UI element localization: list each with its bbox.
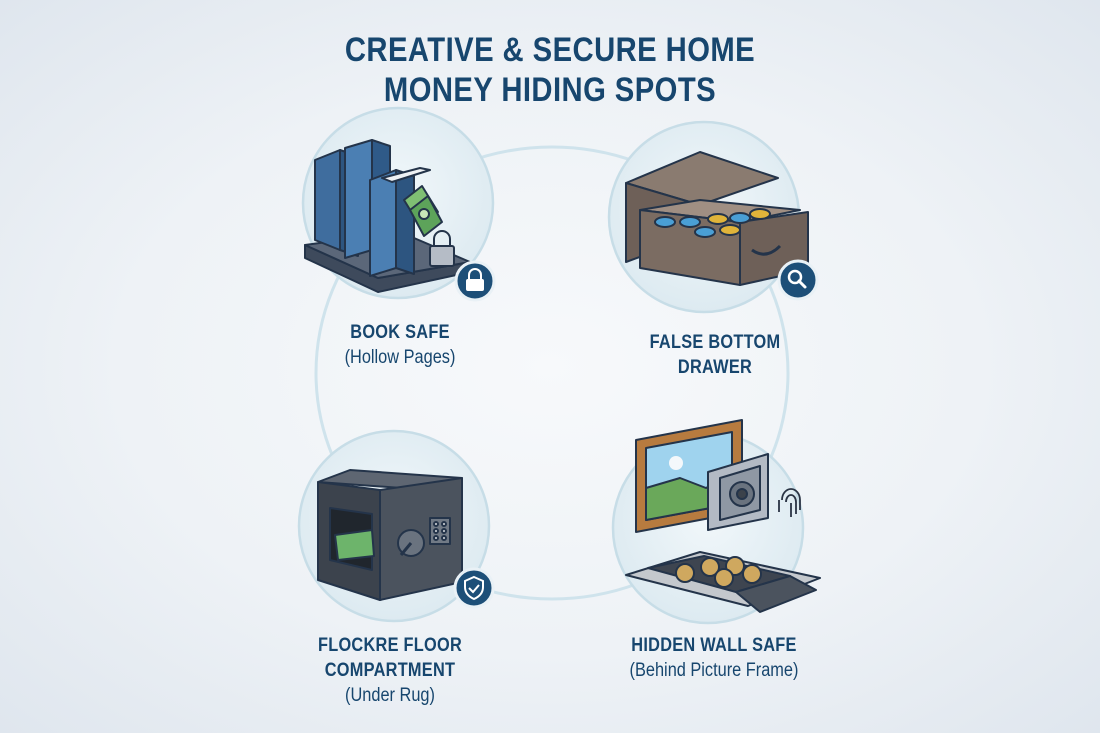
shield-check-badge	[453, 567, 495, 609]
page-title: CREATIVE & SECURE HOME MONEY HIDING SPOT…	[77, 30, 1023, 110]
wall-safe-name: HIDDEN WALL SAFE	[631, 635, 797, 656]
wall-safe-icon	[625, 419, 821, 613]
wall-safe-detail: (Behind Picture Frame)	[629, 660, 799, 681]
wall-safe-label: HIDDEN WALL SAFE (Behind Picture Frame)	[602, 633, 826, 683]
drawer-name-line1: FALSE BOTTOM	[649, 332, 781, 353]
floor-safe-icon	[317, 469, 463, 601]
book-safe-name: BOOK SAFE	[350, 322, 450, 343]
book-safe-icon	[304, 139, 471, 293]
drawer-name-line2: DRAWER	[677, 357, 753, 378]
book-safe-detail: (Hollow Pages)	[344, 347, 456, 368]
fingerprint-icon	[778, 488, 801, 517]
title-line-2: MONEY HIDING SPOTS	[383, 71, 717, 109]
drawer-label: FALSE BOTTOM DRAWER	[629, 330, 801, 380]
floor-safe-label: FLOCKRE FLOOR COMPARTMENT (Under Rug)	[252, 633, 527, 708]
connecting-ring	[314, 145, 790, 601]
floor-safe-detail: (Under Rug)	[345, 685, 435, 706]
floor-safe-name: FLOCKRE FLOOR COMPARTMENT	[317, 635, 463, 681]
title-line-1: CREATIVE & SECURE HOME	[344, 31, 756, 69]
magnifier-badge	[777, 259, 819, 301]
book-safe-label: BOOK SAFE (Hollow Pages)	[314, 320, 486, 370]
padlock-badge	[454, 260, 496, 302]
